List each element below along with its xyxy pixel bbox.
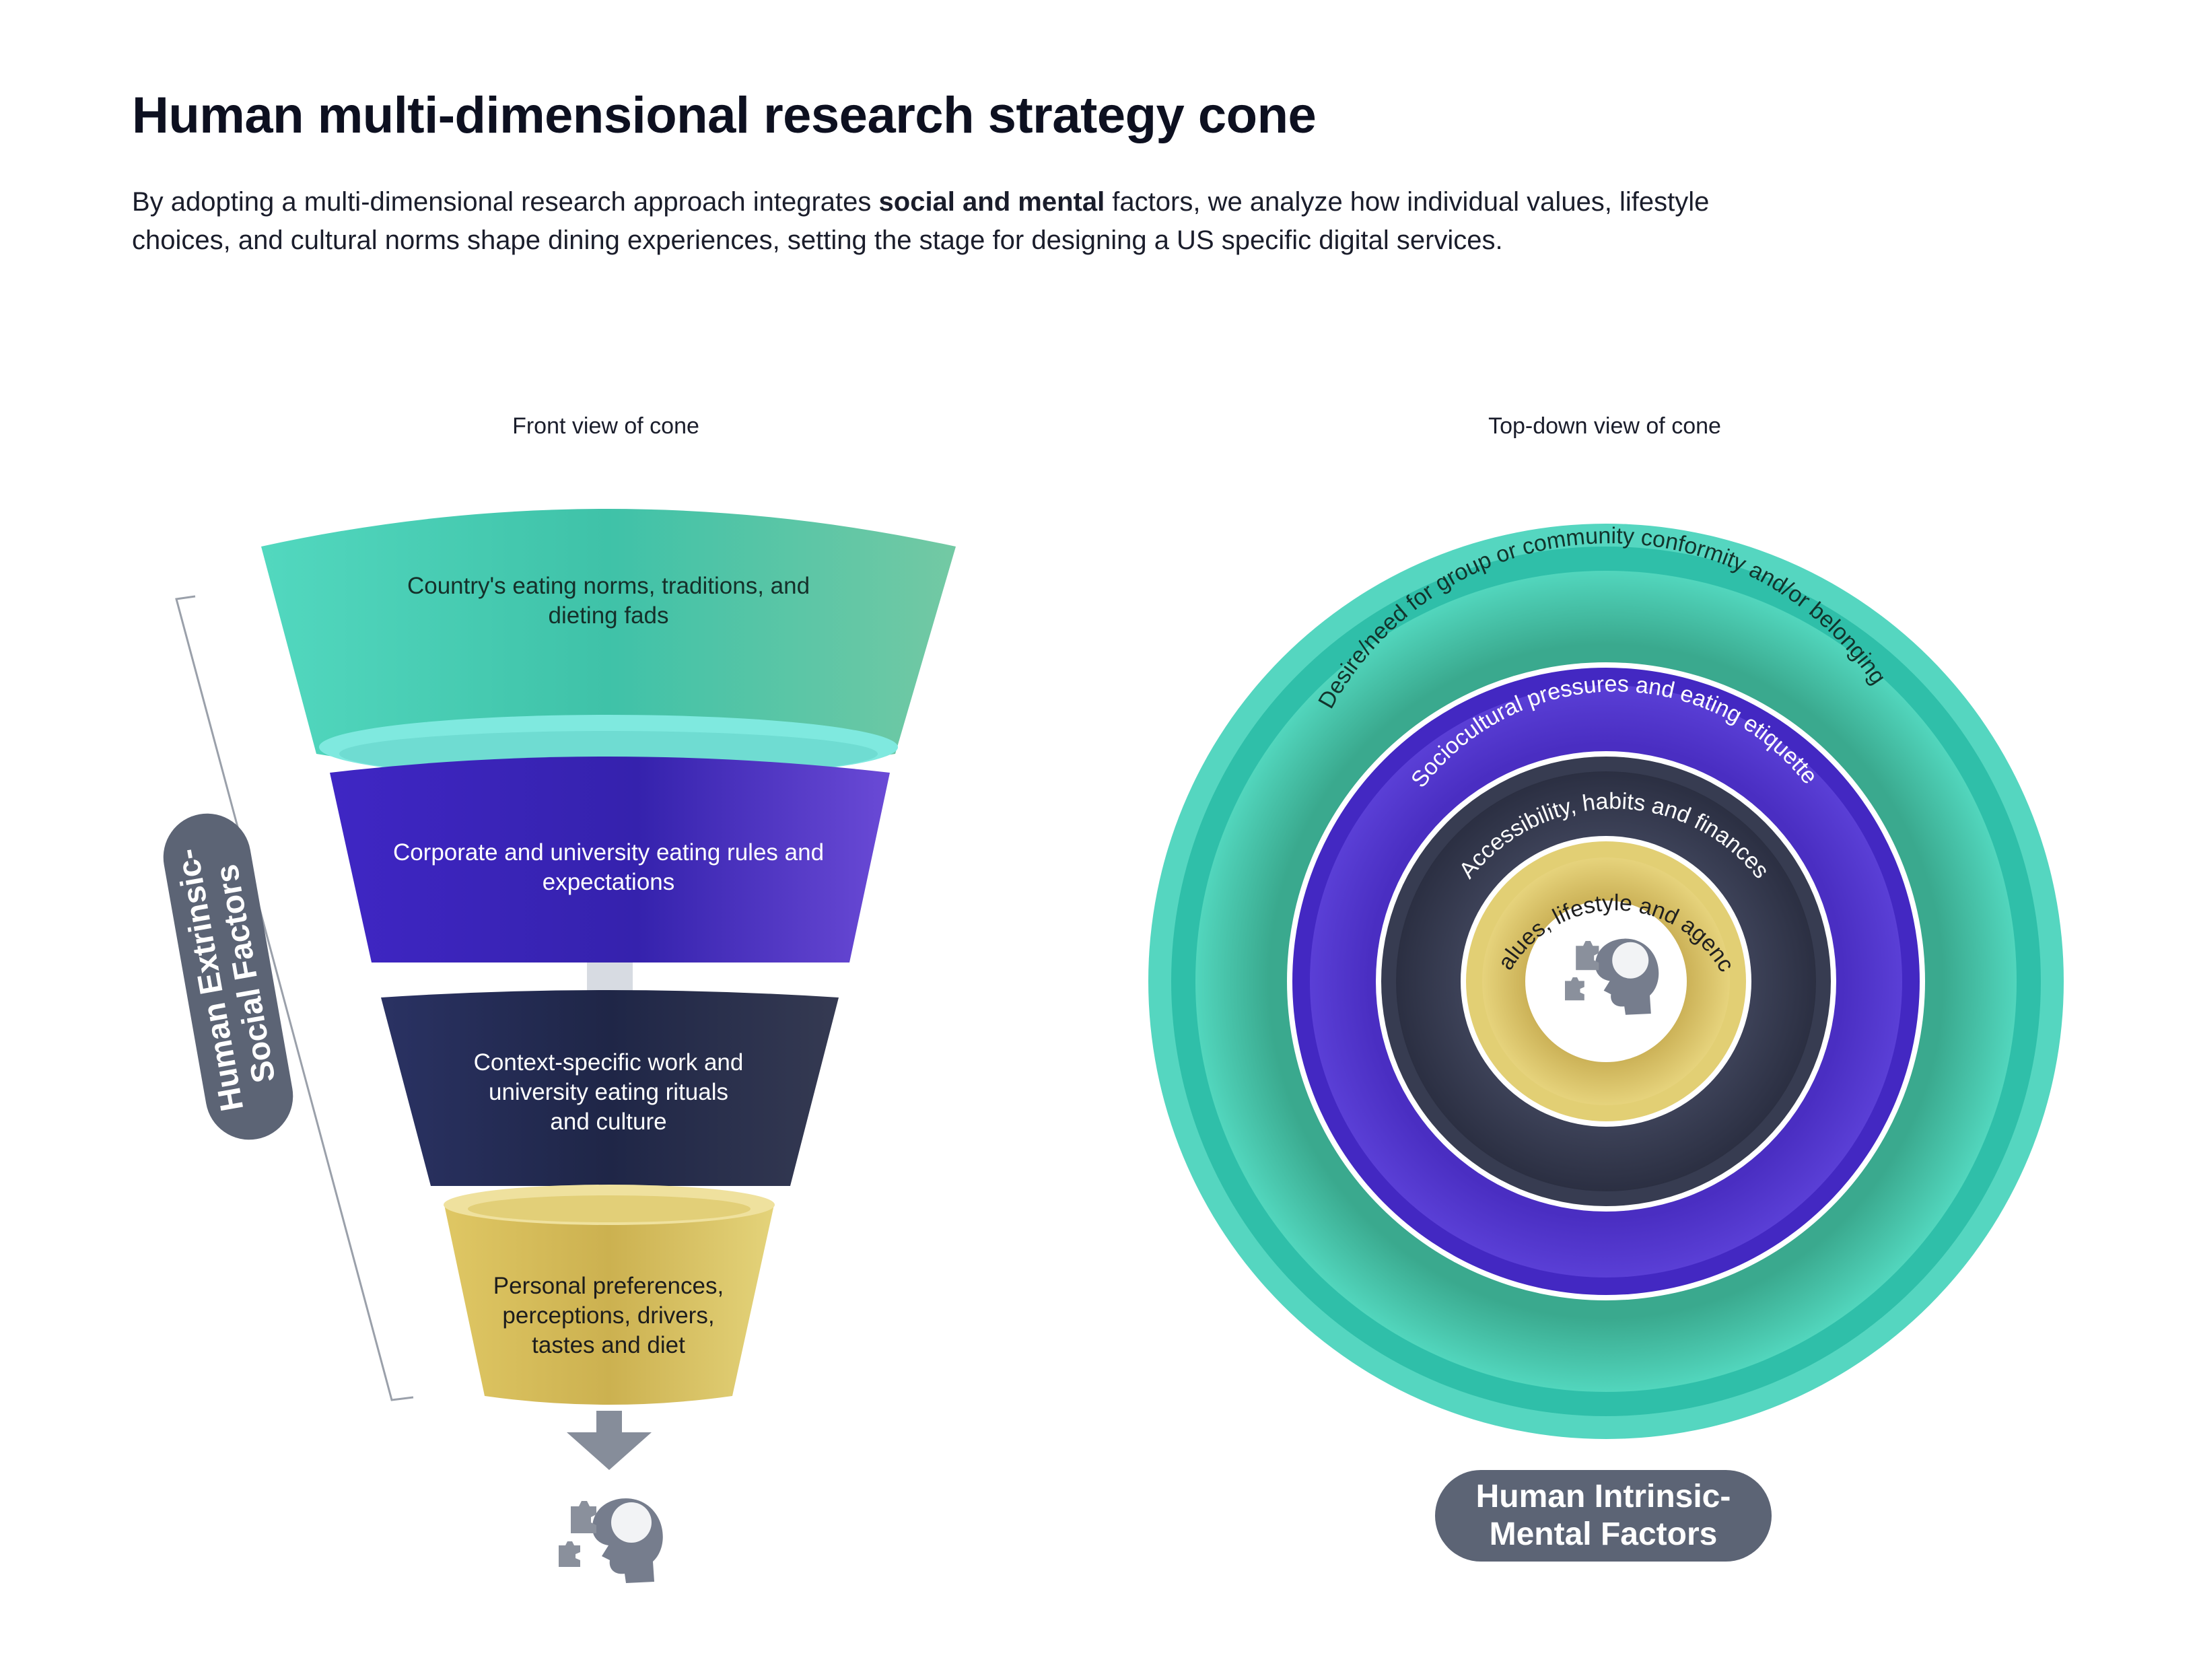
layer-4-text-a: Personal preferences, <box>493 1273 724 1299</box>
side-bracket <box>175 595 414 1401</box>
layer-2-text-b: expectations <box>543 869 675 895</box>
intro-paragraph: By adopting a multi-dimensional research… <box>132 187 1710 255</box>
layer-3-text-b: university eating rituals <box>489 1079 728 1105</box>
connector-1 <box>587 963 633 992</box>
front-view-label: Front view of cone <box>512 413 699 439</box>
layer-1-text-b: dieting fads <box>548 602 668 629</box>
cone-layer-context <box>381 990 839 1186</box>
ring-gold <box>1461 836 1751 1127</box>
head-puzzle-icon-center <box>1565 938 1659 1015</box>
layer-2-text-a: Corporate and university eating rules an… <box>393 839 824 866</box>
head-puzzle-icon <box>559 1498 663 1583</box>
layer-3-text-c: and culture <box>550 1109 666 1135</box>
arrow-down-icon <box>567 1411 652 1470</box>
layer-4-text-c: tastes and diet <box>532 1332 685 1358</box>
layer-3-text-a: Context-specific work and <box>474 1049 744 1076</box>
cone-layer-corporate <box>330 757 890 963</box>
layer-1-text-a: Country's eating norms, traditions, and <box>407 573 810 599</box>
cone-layer-personal <box>444 1185 775 1405</box>
page-title: Human multi-dimensional research strateg… <box>132 87 1317 144</box>
intrinsic-mental-pill: Human Intrinsic-Mental Factors <box>1435 1470 1772 1562</box>
cone-layer-norms <box>261 509 956 779</box>
intro-emphasis: social and mental <box>878 187 1105 217</box>
layer-4-text-b: perceptions, drivers, <box>502 1302 714 1329</box>
top-view-label: Top-down view of cone <box>1488 413 1721 439</box>
